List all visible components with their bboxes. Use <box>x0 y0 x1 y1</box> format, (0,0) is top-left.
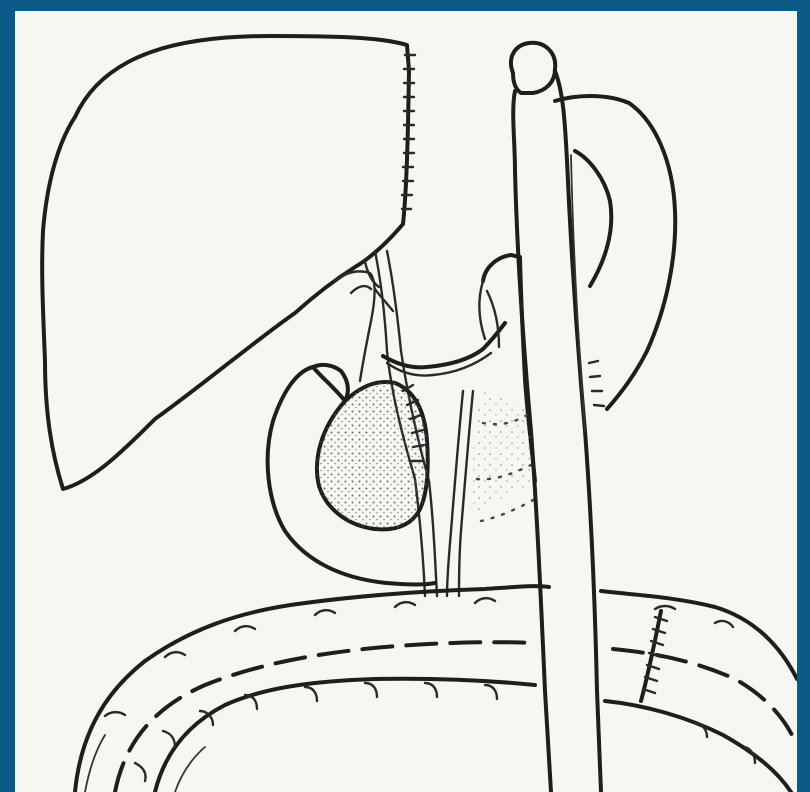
jejunal-loop <box>75 586 797 792</box>
gallbladder-pouch <box>317 382 428 529</box>
pancreas-remnant <box>447 255 537 596</box>
surgical-diagram <box>15 11 797 792</box>
transverse-colon <box>85 735 205 792</box>
figure-paper <box>15 11 797 792</box>
